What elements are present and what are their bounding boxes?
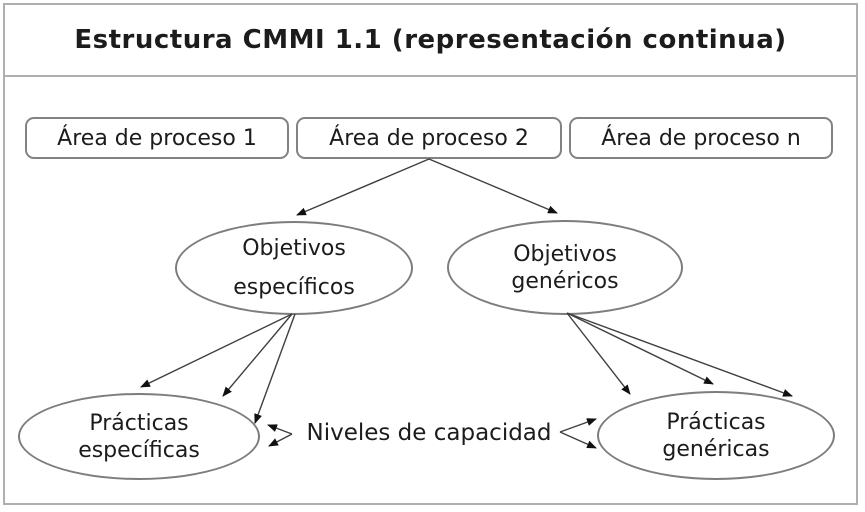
arrow-generic-goals-to-practices-3 — [566, 312, 793, 397]
generic-practices-label-line1: Prácticas — [666, 409, 766, 435]
arrow-generic-goals-to-practices-2 — [566, 312, 714, 385]
generic-practices-node: Prácticas genéricas — [597, 391, 835, 480]
arrow-capability-to-specific-practices-1 — [267, 424, 293, 435]
diagram-frame: Estructura CMMI 1.1 (representación cont… — [3, 3, 858, 505]
arrow-specific-goals-to-practices-1 — [140, 313, 293, 388]
diagram-title: Estructura CMMI 1.1 (representación cont… — [74, 25, 787, 55]
process-area-2-label: Área de proceso 2 — [329, 125, 529, 151]
specific-practices-label-line2: específicas — [78, 437, 200, 463]
process-area-n-label: Área de proceso n — [601, 125, 801, 151]
capability-levels-label: Niveles de capacidad — [306, 420, 552, 446]
process-area-n-node: Área de proceso n — [569, 117, 833, 159]
arrow-pa2-to-generic-goals — [428, 158, 558, 214]
arrow-generic-goals-to-practices-1 — [566, 312, 631, 395]
specific-goals-label-line2: específicos — [233, 275, 355, 300]
title-bar: Estructura CMMI 1.1 (representación cont… — [5, 5, 856, 77]
arrow-capability-to-specific-practices-2 — [268, 433, 293, 447]
arrow-specific-goals-to-practices-3 — [254, 313, 296, 424]
arrow-capability-to-generic-practices-2 — [559, 431, 597, 449]
generic-goals-label-line1: Objetivos — [513, 241, 617, 267]
process-area-1-label: Área de proceso 1 — [57, 125, 257, 151]
process-area-2-node: Área de proceso 2 — [296, 117, 562, 159]
process-area-1-node: Área de proceso 1 — [25, 117, 289, 159]
generic-practices-label-line2: genéricas — [662, 436, 770, 462]
arrow-specific-goals-to-practices-2 — [222, 313, 293, 397]
arrow-pa2-to-specific-goals — [296, 158, 430, 216]
arrow-capability-to-generic-practices-1 — [559, 418, 597, 433]
generic-goals-label-line2: genéricos — [511, 268, 619, 294]
specific-practices-label-line1: Prácticas — [89, 410, 189, 436]
specific-goals-label-line1: Objetivos — [242, 236, 346, 261]
specific-goals-node: Objetivos específicos — [175, 221, 413, 315]
specific-practices-node: Prácticas específicas — [18, 393, 260, 480]
generic-goals-node: Objetivos genéricos — [447, 220, 683, 315]
